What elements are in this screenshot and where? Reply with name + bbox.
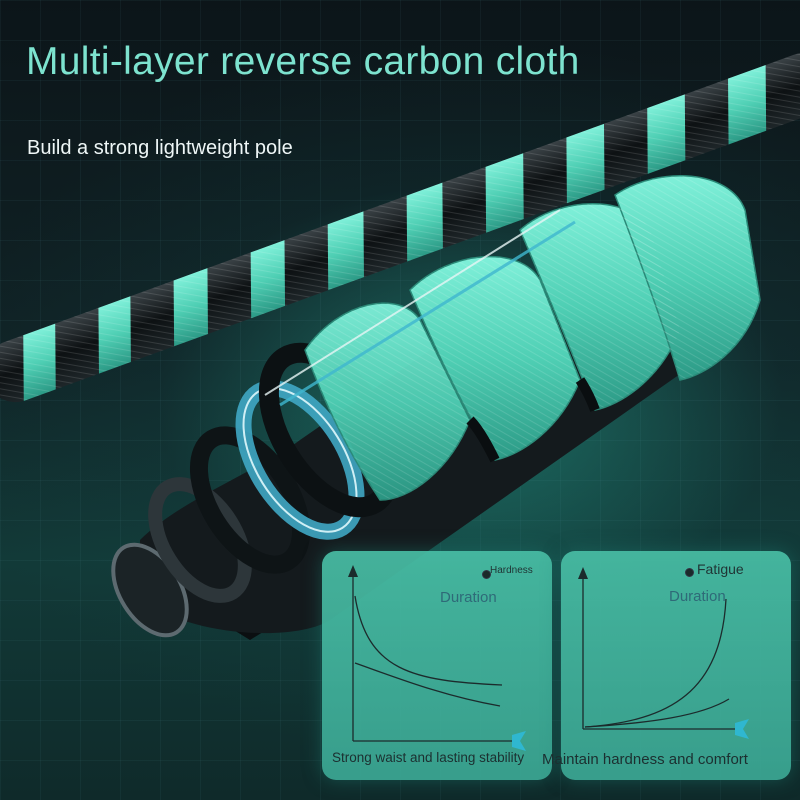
fatigue-chart-card: Fatigue Duration: [561, 551, 791, 780]
x-axis-arrow-icon: [512, 731, 526, 751]
x-axis-arrow-icon: [735, 719, 749, 739]
axis-word: Duration: [669, 588, 726, 605]
hardness-curve: [354, 595, 503, 686]
sectioned-pole: [111, 175, 761, 640]
duration-curve: [584, 698, 730, 728]
legend-dot: [482, 570, 491, 579]
page-title: Multi-layer reverse carbon cloth: [26, 40, 580, 83]
legend-dot: [685, 568, 694, 577]
card-caption-1: Strong waist and lasting stability: [332, 750, 525, 765]
legend-label: Hardness: [490, 565, 533, 576]
axis-word: Duration: [440, 589, 497, 606]
page-subtitle: Build a strong lightweight pole: [27, 137, 293, 159]
duration-curve: [354, 662, 501, 707]
card-caption-2: Maintain hardness and comfort: [542, 751, 748, 768]
y-axis-arrow-icon: [348, 565, 358, 577]
y-axis-arrow-icon: [578, 567, 588, 579]
fatigue-curve: [584, 598, 727, 728]
wrapped-pole: [0, 52, 800, 403]
hardness-chart-card: Hardness Duration: [322, 551, 552, 780]
fatigue-chart: [578, 567, 749, 739]
hardness-chart: [348, 565, 526, 751]
legend-label: Fatigue: [697, 561, 744, 577]
